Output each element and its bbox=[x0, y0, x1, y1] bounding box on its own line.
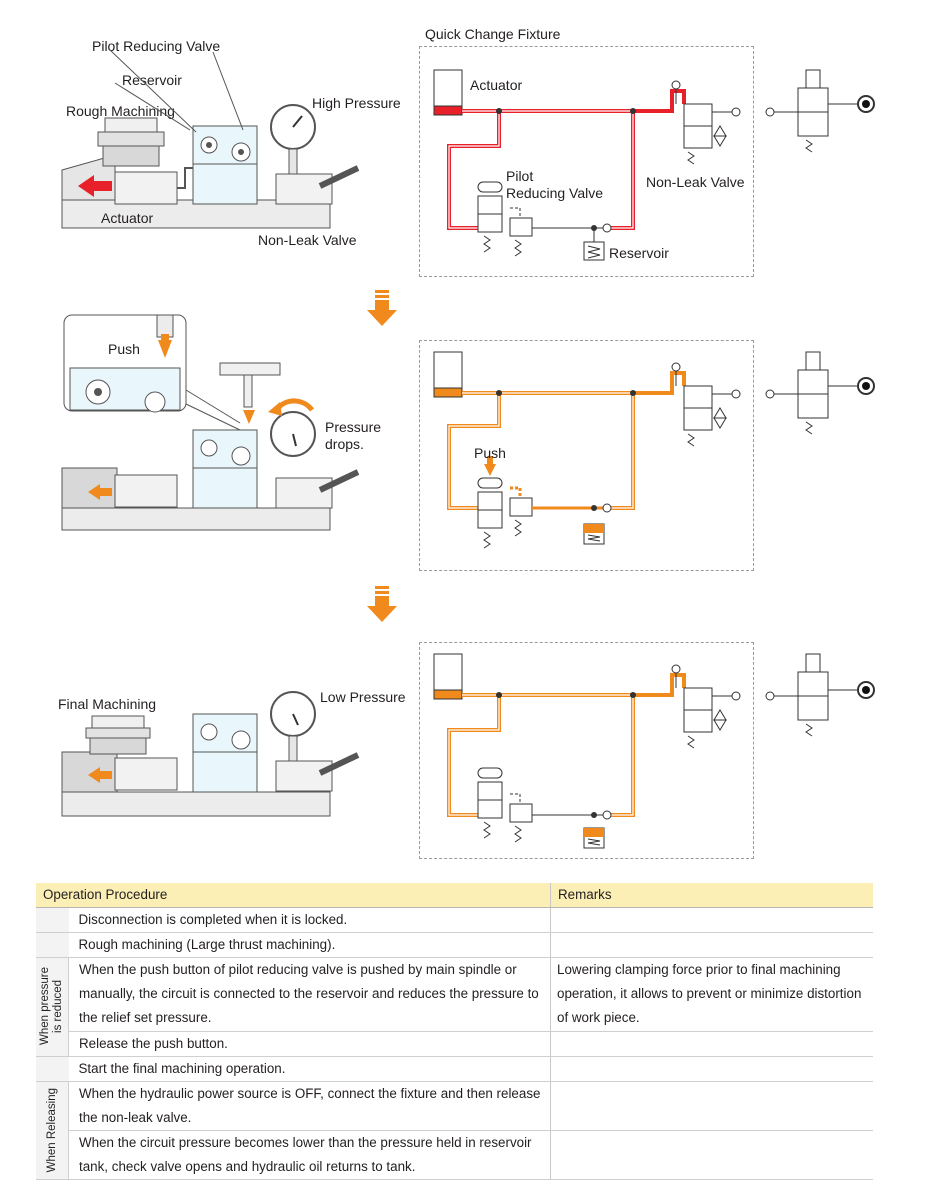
table-row: Release the push button. bbox=[36, 1031, 873, 1057]
label-non-leak-valve: Non-Leak Valve bbox=[258, 232, 357, 248]
header-operation-procedure: Operation Procedure bbox=[36, 883, 551, 908]
label-pressure-drops-1: Pressure bbox=[325, 419, 382, 435]
label-pressure-drops-2: drops. bbox=[325, 436, 364, 452]
group-when-releasing: When Releasing bbox=[36, 1081, 69, 1180]
circuit-label-reservoir: Reservoir bbox=[609, 245, 669, 261]
table-row: When Releasing When the hydraulic power … bbox=[36, 1081, 873, 1180]
procedure-cell: Start the final machining operation. bbox=[68, 1056, 551, 1082]
procedure-cell: Release the push button. bbox=[68, 1031, 551, 1057]
circuit-box-2 bbox=[419, 340, 754, 571]
remark-cell bbox=[550, 1081, 873, 1131]
label-low-pressure: Low Pressure bbox=[320, 689, 406, 705]
label-rough-machining: Rough Machining bbox=[66, 103, 175, 119]
group-label-line-1: When pressure bbox=[39, 967, 51, 1045]
circuit-label-pilot-2: Reducing Valve bbox=[506, 185, 604, 201]
remark-cell: Lowering clamping force prior to final m… bbox=[550, 957, 873, 1032]
label-actuator: Actuator bbox=[101, 210, 154, 226]
label-push: Push bbox=[108, 341, 140, 357]
procedure-cell: When the hydraulic power source is OFF, … bbox=[68, 1081, 551, 1131]
label-high-pressure: High Pressure bbox=[312, 95, 401, 111]
procedure-cell: Disconnection is completed when it is lo… bbox=[68, 907, 551, 933]
procedure-cell: When the push button of pilot reducing v… bbox=[68, 957, 551, 1032]
remark-cell bbox=[550, 907, 873, 933]
group-label-line-2: is reduced bbox=[52, 979, 64, 1033]
circuit-label-actuator: Actuator bbox=[470, 77, 523, 93]
remark-cell bbox=[550, 1031, 873, 1057]
procedure-cell: Rough machining (Large thrust machining)… bbox=[68, 932, 551, 958]
table-row: Rough machining (Large thrust machining)… bbox=[36, 932, 873, 958]
table-row: Disconnection is completed when it is lo… bbox=[36, 907, 873, 933]
label-pilot-reducing-valve: Pilot Reducing Valve bbox=[92, 38, 221, 54]
group-label: When Releasing bbox=[45, 1087, 58, 1173]
circuit-box-3 bbox=[419, 642, 754, 859]
operation-procedure-table: Operation Procedure Remarks Disconnectio… bbox=[36, 883, 873, 1180]
remark-cell bbox=[550, 932, 873, 958]
circuit-box-1 bbox=[419, 46, 754, 277]
remark-cell bbox=[550, 1056, 873, 1082]
table-row: When the circuit pressure becomes lower … bbox=[36, 1130, 873, 1180]
table-row: Start the final machining operation. bbox=[36, 1056, 873, 1082]
header-remarks: Remarks bbox=[550, 883, 873, 908]
step-arrow-icon bbox=[367, 290, 397, 326]
procedure-cell: When the circuit pressure becomes lower … bbox=[68, 1130, 551, 1180]
circuit-label-pilot-1: Pilot bbox=[506, 168, 534, 184]
circuit-label-push: Push bbox=[474, 445, 506, 461]
label-quick-change-fixture: Quick Change Fixture bbox=[425, 26, 561, 42]
remark-cell bbox=[550, 1130, 873, 1180]
step-arrow-icon bbox=[367, 586, 397, 622]
table-header-row: Operation Procedure Remarks bbox=[36, 883, 873, 908]
circuit-label-non-leak: Non-Leak Valve bbox=[646, 174, 745, 190]
label-final-machining: Final Machining bbox=[58, 696, 157, 712]
